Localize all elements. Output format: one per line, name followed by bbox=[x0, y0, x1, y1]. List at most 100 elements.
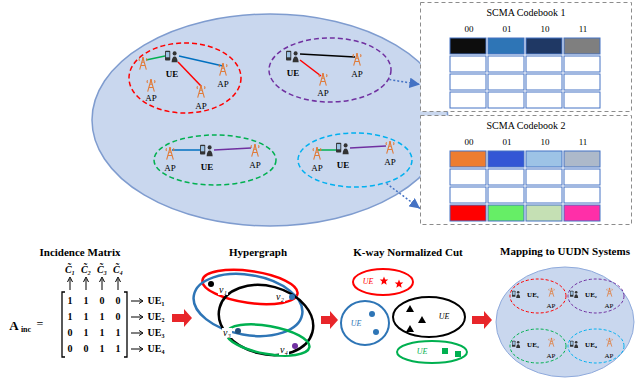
codeword-cell bbox=[488, 56, 524, 72]
codeword-cell bbox=[526, 151, 562, 167]
cut-partition-border bbox=[397, 341, 467, 363]
uudn-system: Mapping to UUDN SystemsUE₁APUE₂APUE₃APUE… bbox=[495, 244, 635, 380]
matrix-entry: 0 bbox=[68, 328, 73, 338]
codeword-cell bbox=[564, 56, 600, 72]
ap-label: AP bbox=[317, 89, 329, 98]
user-phone bbox=[165, 51, 178, 62]
codeword-cell bbox=[450, 187, 486, 203]
ap-label: AP bbox=[249, 161, 261, 170]
stage-heading: Incidence Matrix bbox=[40, 247, 121, 258]
codebook-box-border bbox=[421, 3, 632, 112]
radio-link bbox=[214, 148, 251, 150]
user-phone bbox=[200, 145, 213, 156]
cluster-star bbox=[395, 280, 404, 288]
codeword-cell bbox=[564, 169, 600, 185]
user-cluster-border bbox=[568, 279, 624, 313]
user-phone bbox=[336, 143, 349, 154]
cut-partition: UE bbox=[340, 300, 390, 346]
access-point bbox=[139, 57, 147, 70]
ap-label: AP bbox=[351, 70, 363, 79]
ue-label: UE₃ bbox=[527, 342, 539, 349]
codeword-cell bbox=[450, 169, 486, 185]
user-cluster: UE₁AP bbox=[509, 278, 567, 314]
vertex-dot bbox=[289, 294, 295, 300]
codeword-cell bbox=[450, 151, 486, 167]
access-point bbox=[219, 63, 227, 76]
stage-heading: Hypergraph bbox=[229, 247, 287, 258]
access-point bbox=[251, 144, 259, 157]
ue-label: UE₂ bbox=[148, 312, 165, 322]
ue-label: UE bbox=[337, 161, 350, 170]
matrix-entry: 1 bbox=[68, 296, 73, 306]
radio-link bbox=[300, 60, 321, 76]
radio-link bbox=[146, 56, 165, 60]
codeword-cell bbox=[564, 187, 600, 203]
user-cluster: UEAPAP bbox=[268, 37, 392, 103]
codeword-cell bbox=[450, 205, 486, 221]
cluster-header: C̃₂ bbox=[81, 265, 91, 275]
column-arrow bbox=[100, 277, 105, 290]
user-phone bbox=[512, 341, 520, 348]
radio-link bbox=[300, 54, 355, 57]
vertex-label: v₁ bbox=[218, 285, 228, 295]
ap-label: AP bbox=[384, 158, 396, 167]
codeword-cell bbox=[564, 205, 600, 221]
hyperedges bbox=[189, 264, 322, 365]
codeword-cell bbox=[450, 74, 486, 90]
cut-partition-outline bbox=[340, 300, 390, 346]
vertex-dot bbox=[292, 343, 298, 349]
user-cluster: UE₂AP bbox=[567, 278, 625, 314]
codeword-cell bbox=[488, 92, 524, 108]
matrix-entry: 0 bbox=[116, 296, 121, 306]
matrix-entry: 1 bbox=[100, 328, 105, 338]
ue-label: UE bbox=[166, 70, 179, 79]
hyperedge bbox=[211, 275, 321, 366]
user-cluster: UEAPAPAP bbox=[128, 42, 242, 114]
codebook-title: SCMA Codebook 1 bbox=[487, 8, 566, 18]
user-cluster-border bbox=[510, 279, 566, 313]
user-cluster-border bbox=[510, 329, 566, 363]
row-arrow bbox=[131, 331, 143, 336]
access-point bbox=[197, 85, 205, 98]
user-cluster: UE₄AP bbox=[567, 328, 625, 364]
codeword-index: 01 bbox=[503, 138, 512, 147]
codebook-box-border bbox=[421, 116, 632, 225]
ap-label: AP bbox=[164, 164, 176, 173]
user-phone bbox=[512, 291, 520, 298]
row-arrow bbox=[131, 315, 143, 320]
cluster-star bbox=[380, 277, 389, 285]
vertex-dot bbox=[235, 328, 241, 334]
user-cluster: UEAPAP bbox=[297, 132, 413, 188]
codebook-box-outline bbox=[420, 2, 632, 112]
radio-link bbox=[172, 149, 200, 151]
ue-label: UE bbox=[351, 320, 362, 328]
user-cluster-outline bbox=[268, 37, 392, 103]
access-point bbox=[549, 288, 555, 297]
access-point bbox=[386, 141, 394, 154]
cluster-header: C̃₃ bbox=[97, 265, 107, 275]
codeword-index: 11 bbox=[579, 138, 588, 147]
codeword-cell bbox=[526, 56, 562, 72]
uudn-system-border bbox=[496, 267, 634, 377]
codeword-cell bbox=[564, 38, 600, 54]
hyperedge bbox=[224, 319, 312, 361]
access-point bbox=[607, 338, 613, 347]
codeword-cell bbox=[526, 169, 562, 185]
user-phone bbox=[286, 51, 299, 62]
matrix-entry: 0 bbox=[68, 344, 73, 354]
access-point bbox=[147, 79, 155, 92]
matrix-bracket bbox=[124, 292, 127, 357]
cluster-header: C̃₁ bbox=[65, 265, 75, 275]
user-cluster: UE AP AP bbox=[153, 134, 277, 186]
access-point bbox=[313, 147, 321, 160]
ue-label: UE bbox=[201, 163, 214, 172]
codeword-cell bbox=[450, 38, 486, 54]
ap-label: AP bbox=[217, 80, 229, 89]
codebook-box-outline bbox=[420, 115, 632, 225]
codebook-title: SCMA Codebook 2 bbox=[487, 121, 566, 131]
access-point bbox=[549, 338, 555, 347]
cut-partition: UE bbox=[396, 340, 468, 364]
codebook-box: SCMA Codebook 200011011 bbox=[420, 115, 632, 225]
access-point bbox=[607, 288, 613, 297]
